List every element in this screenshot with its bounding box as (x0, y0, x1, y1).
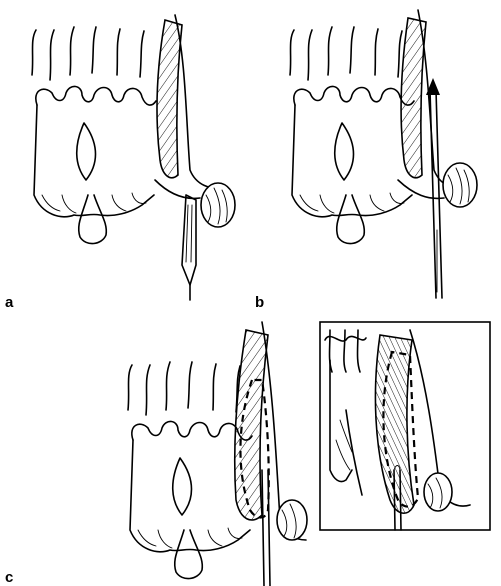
panel-label-a: a (5, 294, 14, 311)
panel-c (127, 321, 308, 586)
panel-label-c: c (5, 569, 13, 586)
panel-c-inset (319, 321, 491, 531)
panel-b (289, 9, 478, 299)
panel-label-b: b (255, 294, 264, 311)
panel-a (31, 14, 236, 301)
